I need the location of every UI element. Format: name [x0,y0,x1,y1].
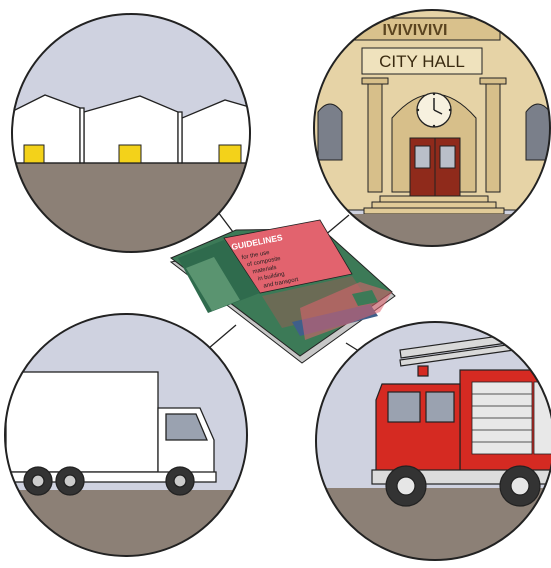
column-capital [362,78,388,84]
cab-window [426,392,454,422]
column [486,82,500,192]
ground [0,490,260,563]
steps [364,196,504,214]
panel-fire-engine [310,320,551,563]
clock-icon [417,93,451,127]
lamp-post [178,112,182,163]
panel-truck [0,310,260,563]
guidelines-booklet: GUIDELINES for the use of composite mate… [171,220,395,363]
column [368,82,382,192]
cab-window [388,392,420,422]
truck-cargo-box [6,372,158,472]
column-capital [480,78,506,84]
window [318,104,342,160]
shutter [472,382,532,454]
warning-light-icon [418,366,428,376]
panel-city-hall: IVIVIVIVI CITY HALL [300,0,551,260]
panel-warehouses [0,0,270,263]
door-yellow [119,145,141,163]
door-yellow [24,145,44,163]
door-yellow [219,145,241,163]
lamp-post [80,108,84,163]
window [526,104,550,160]
connector-bottom-left [209,325,236,348]
city-hall-door [410,138,460,196]
city-hall-sign-text: CITY HALL [379,52,465,71]
frieze-text: IVIVIVIVI [383,22,448,39]
